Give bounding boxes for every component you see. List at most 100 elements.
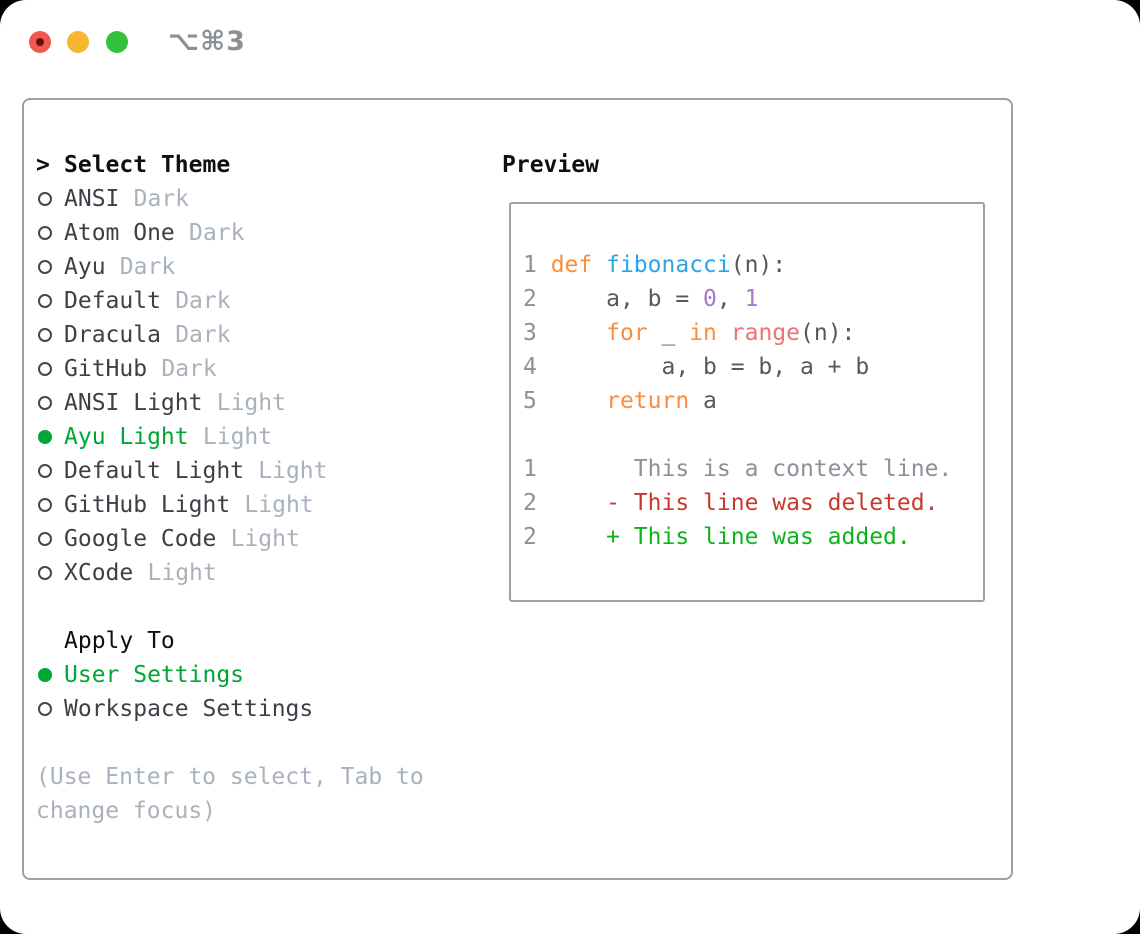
token-keyword: def bbox=[550, 252, 593, 278]
theme-option[interactable]: XCode Light bbox=[36, 556, 424, 590]
minimize-button[interactable] bbox=[67, 30, 89, 53]
token-lineno: 2 bbox=[523, 490, 537, 516]
token-number: 0 bbox=[703, 286, 717, 312]
token-plain: a bbox=[689, 388, 717, 414]
apply-to-header: Apply To bbox=[64, 628, 175, 654]
theme-option[interactable]: ANSI Dark bbox=[36, 182, 424, 216]
code-line: 3 for _ in range(n): bbox=[523, 316, 975, 350]
token-lineno: 1 bbox=[523, 456, 537, 482]
apply-to-option[interactable]: User Settings bbox=[36, 658, 424, 692]
radio-icon bbox=[36, 566, 64, 580]
option-label: Workspace Settings bbox=[64, 696, 314, 722]
option-label: XCode bbox=[64, 560, 134, 586]
spacer bbox=[36, 726, 424, 760]
spacer bbox=[36, 590, 424, 624]
variant-label: Dark bbox=[161, 356, 217, 382]
token-number: 1 bbox=[744, 286, 759, 312]
option-label: ANSI Light bbox=[64, 390, 203, 416]
window-title: ⌥⌘3 bbox=[168, 26, 246, 57]
token-keyword: in bbox=[689, 320, 717, 346]
token-plain: a, b = b, a + b bbox=[536, 354, 870, 380]
option-label: User Settings bbox=[64, 662, 245, 688]
radio-icon bbox=[36, 702, 64, 716]
option-label: GitHub bbox=[64, 356, 148, 382]
radio-icon bbox=[36, 430, 64, 444]
option-label: Google Code bbox=[64, 526, 217, 552]
token-plain bbox=[717, 320, 731, 346]
radio-icon bbox=[36, 464, 64, 478]
option-label: Default bbox=[64, 288, 161, 314]
option-label: Ayu Light bbox=[64, 424, 189, 450]
option-label: Ayu bbox=[64, 254, 106, 280]
theme-option[interactable]: Dracula Dark bbox=[36, 318, 424, 352]
select-theme-header: Select Theme bbox=[64, 152, 231, 178]
token-plain: _ bbox=[647, 320, 690, 346]
code-line: 1 def fibonacci(n): bbox=[523, 248, 975, 282]
option-label: GitHub Light bbox=[64, 492, 231, 518]
variant-label: Light bbox=[258, 458, 328, 484]
code-line: 1 This is a context line. bbox=[523, 452, 975, 486]
code-line: 2 + This line was added. bbox=[523, 520, 975, 554]
theme-option[interactable]: Ayu Light Light bbox=[36, 420, 424, 454]
radio-icon bbox=[36, 260, 64, 274]
code-line: 5 return a bbox=[523, 384, 975, 418]
token-keyword: for bbox=[606, 320, 648, 346]
token-plain bbox=[537, 320, 606, 346]
token-lineno: 4 bbox=[523, 354, 537, 380]
theme-option[interactable]: GitHub Dark bbox=[36, 352, 424, 386]
radio-icon bbox=[36, 396, 64, 410]
preview-header: Preview bbox=[502, 152, 599, 178]
variant-label: Light bbox=[202, 424, 273, 450]
option-label: Dracula bbox=[64, 322, 161, 348]
token-plain: a, b = bbox=[536, 286, 704, 312]
radio-icon bbox=[36, 328, 64, 342]
preview-column: Preview 1 def fibonacci(n):2 a, b = 0, 1… bbox=[502, 148, 985, 602]
token-plain: (n): bbox=[800, 320, 856, 346]
radio-icon bbox=[36, 532, 64, 546]
variant-label: Dark bbox=[133, 186, 190, 212]
token-lineno: 2 bbox=[523, 524, 537, 550]
theme-option[interactable]: Ayu Dark bbox=[36, 250, 424, 284]
token-added: + This line was added. bbox=[536, 524, 911, 550]
radio-icon bbox=[36, 668, 64, 682]
token-plain: , bbox=[716, 286, 745, 312]
option-label: Atom One bbox=[64, 220, 175, 246]
token-plain: (n): bbox=[730, 252, 787, 278]
code-line: 2 - This line was deleted. bbox=[523, 486, 975, 520]
token-lineno: 3 bbox=[523, 320, 537, 346]
maximize-button[interactable] bbox=[106, 30, 128, 53]
radio-icon bbox=[36, 226, 64, 240]
apply-to-option[interactable]: Workspace Settings bbox=[36, 692, 424, 726]
token-context: This is a context line. bbox=[536, 456, 953, 482]
help-line-1: (Use Enter to select, Tab to bbox=[36, 764, 424, 790]
code-line: 4 a, b = b, a + b bbox=[523, 350, 975, 384]
token-lineno: 5 bbox=[523, 388, 537, 414]
theme-option[interactable]: GitHub Light Light bbox=[36, 488, 424, 522]
option-label: ANSI bbox=[64, 186, 120, 212]
help-line-2: change focus) bbox=[36, 798, 217, 824]
preview-header-row: Preview bbox=[502, 148, 985, 182]
apply-to-header-row: Apply To bbox=[36, 624, 424, 658]
titlebar: ⌥⌘3 bbox=[29, 26, 246, 57]
variant-label: Light bbox=[244, 492, 314, 518]
variant-label: Light bbox=[147, 560, 217, 586]
token-deleted: - This line was deleted. bbox=[536, 490, 939, 516]
radio-icon bbox=[36, 362, 64, 376]
variant-label: Dark bbox=[119, 254, 176, 280]
radio-icon bbox=[36, 192, 64, 206]
token-function: fibonacci bbox=[606, 252, 731, 278]
token-lineno: 2 bbox=[523, 286, 537, 312]
variant-label: Dark bbox=[175, 322, 231, 348]
close-button[interactable] bbox=[29, 30, 51, 53]
code-line: 2 a, b = 0, 1 bbox=[523, 282, 975, 316]
token-keyword: return bbox=[606, 388, 690, 414]
